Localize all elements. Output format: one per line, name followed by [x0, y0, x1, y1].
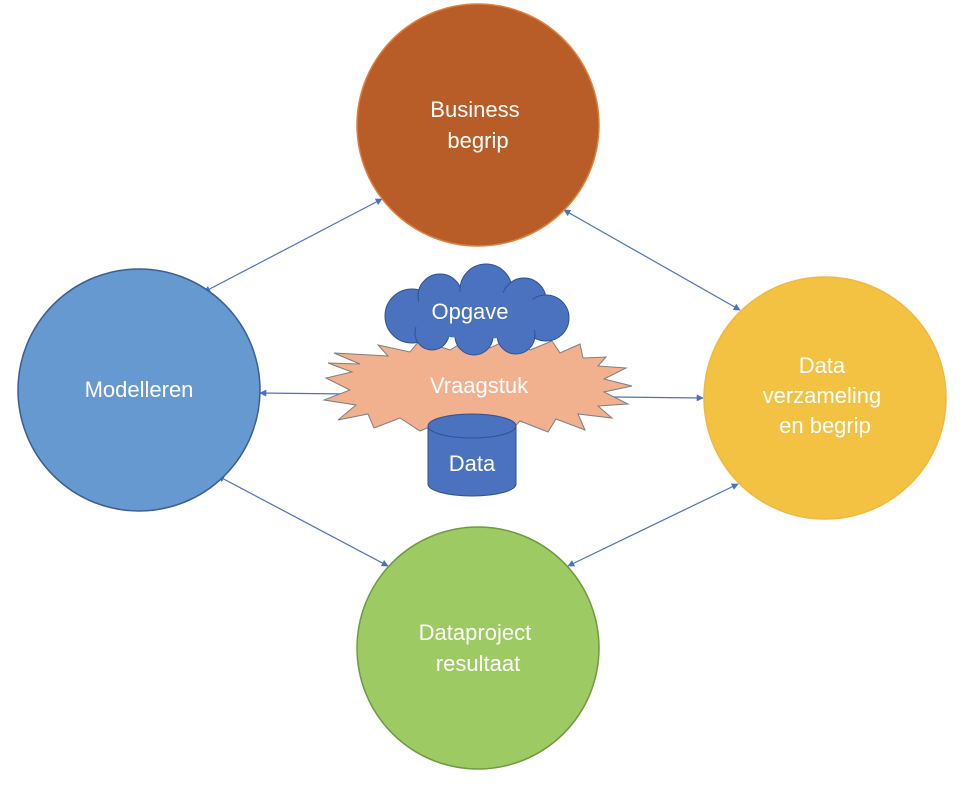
business-circle [356, 3, 600, 247]
arrow-data-collection-result [567, 483, 739, 567]
arrow-business-data-collection [563, 209, 741, 311]
vraagstuk-burst [322, 335, 633, 437]
node-modelling: Modelleren [17, 268, 261, 512]
database-label: Data [449, 451, 496, 476]
node-result: Dataproject resultaat [356, 526, 600, 770]
arrow-business-modelling [203, 198, 383, 293]
modelling-label: Modelleren [85, 377, 194, 402]
result-label: Dataproject resultaat [419, 620, 538, 676]
burst-shape: Vraagstuk [322, 335, 633, 437]
database-shape: Data [427, 413, 517, 497]
opgave-label: Opgave [431, 299, 508, 324]
data-cylinder [427, 413, 517, 497]
node-data-collection: Data verzameling en begrip [703, 276, 947, 520]
node-business-understanding: Business begrip [356, 3, 600, 247]
result-circle [356, 526, 600, 770]
arrow-modelling-result [217, 475, 389, 567]
data-collection-circle [703, 276, 947, 520]
data-collection-label: Data verzameling en begrip [763, 353, 888, 438]
cloud-shape: Opgave [384, 263, 570, 356]
modelling-circle [17, 268, 261, 512]
business-label: Business begrip [430, 97, 525, 153]
opgave-cloud [384, 263, 570, 356]
vraagstuk-label: Vraagstuk [430, 373, 529, 398]
